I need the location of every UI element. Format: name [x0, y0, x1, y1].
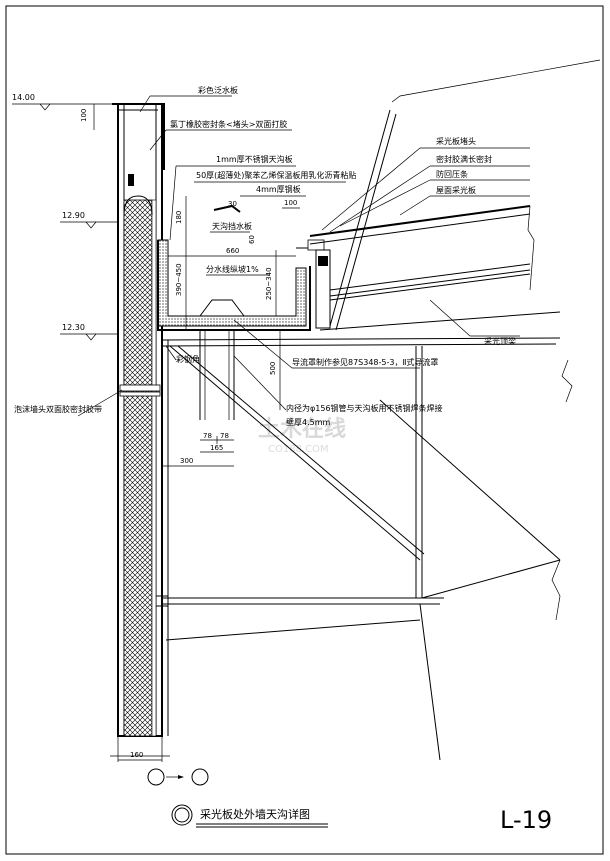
callout-color-flashing: 彩色泛水板: [198, 85, 238, 95]
note-color-steel-angle: 彩钢角: [176, 354, 200, 364]
callouts: 彩色泛水板 氯丁橡胶密封条<堵头>双面打胶 采光板堵头 密封胶满长密封 防回压条…: [14, 85, 530, 427]
dim-180: 180: [175, 211, 183, 224]
dim-100-plate: 100: [284, 199, 297, 207]
note-pipe-weld: 内径为φ156钢管与天沟板用不锈钢焊条焊接: [286, 403, 443, 413]
drawing-title: 采光板处外墙天沟详图: [200, 807, 310, 821]
skylight-roof: [309, 59, 601, 403]
exterior-wall: [110, 103, 170, 762]
drawing-border: [5, 5, 604, 855]
dim-500: 500: [269, 362, 277, 375]
elevation-markers: 14.00 12.90 12.30: [12, 93, 118, 341]
note-skylight-beam: 采光顶梁: [484, 336, 516, 346]
callout-skylight-end-plug: 采光板堵头: [436, 136, 476, 146]
callout-sealant-full-length: 密封胶满长密封: [436, 154, 492, 164]
dim-30: 30: [228, 200, 237, 208]
stainless-gutter: [157, 204, 331, 420]
dim-390-450: 390~450: [175, 263, 183, 296]
lower-structure: [156, 337, 561, 761]
title-block: 采光板处外墙天沟详图: [171, 804, 328, 828]
note-flow-divider-slope: 分水线纵坡1%: [206, 264, 259, 274]
watermark-text: 土木在线: [258, 416, 346, 442]
dim-160: 160: [130, 751, 143, 759]
callout-rubber-seal: 氯丁橡胶密封条<堵头>双面打胶: [170, 119, 287, 129]
dim-78-b: 78: [220, 432, 229, 440]
elevation-14-00: 14.00: [12, 93, 35, 102]
dim-660: 660: [226, 247, 239, 255]
dim-165: 165: [210, 444, 223, 452]
callout-anti-backflow-strip: 防回压条: [436, 169, 468, 179]
note-drain-cover: 导流罩制作参见87S348-5-3，Ⅱ式导流罩: [292, 357, 438, 367]
dimensions: 100 180 390~450 250~340 500 660 100 60 3…: [80, 104, 300, 761]
dim-250-340: 250~340: [265, 267, 273, 300]
dim-300: 300: [180, 457, 193, 465]
axis-bubbles: [147, 768, 209, 786]
dim-100-top: 100: [80, 109, 88, 122]
dim-60: 60: [248, 235, 256, 244]
watermark: 土木在线 CO188.COM: [258, 416, 346, 455]
note-eps-insulation: 50厚(超薄处)聚苯乙烯保温板用乳化沥青粘贴: [196, 170, 356, 180]
note-steel-plate-4mm: 4mm厚钢板: [256, 184, 301, 194]
note-foam-tape: 泡沫墙头双面胶密封胶带: [14, 404, 102, 414]
sheet-number: L-19: [500, 806, 552, 834]
note-stainless-gutter-plate: 1mm厚不锈钢天沟板: [216, 154, 293, 164]
note-gutter-stop-plate: 天沟挡水板: [212, 221, 252, 231]
elevation-12-90: 12.90: [62, 211, 85, 220]
callout-roof-skylight-panel: 屋面采光板: [436, 185, 476, 195]
elevation-12-30: 12.30: [62, 323, 85, 332]
dim-78-a: 78: [203, 432, 212, 440]
watermark-url: CO188.COM: [268, 444, 329, 455]
note-pipe-wall-thickness: 壁厚4.5mm: [286, 417, 331, 427]
sub-frame-column: [161, 340, 169, 736]
